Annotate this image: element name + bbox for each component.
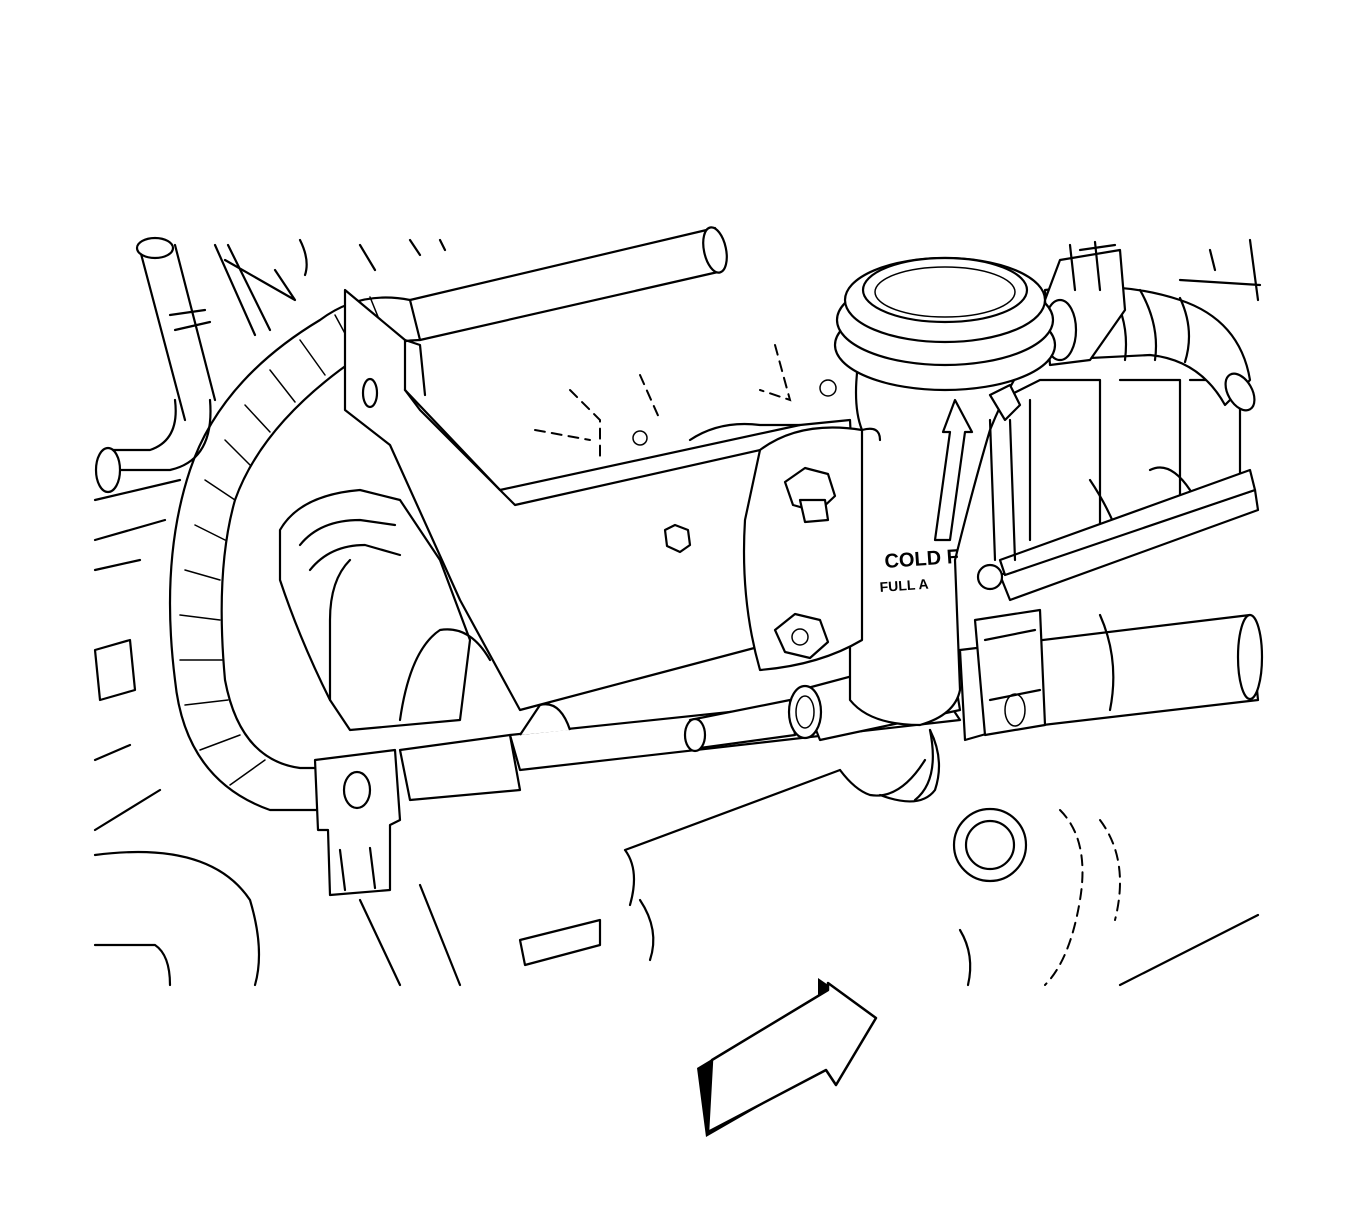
engine-background-lines [93, 236, 1262, 987]
coolant-reservoir: COLD F FULL A [742, 256, 1057, 727]
upper-coolant-hose [408, 226, 728, 342]
hose-clamp-left [313, 733, 522, 897]
engine-cover [278, 488, 492, 732]
right-hose-assembly [958, 468, 1264, 742]
fill-level-arrow [933, 398, 974, 542]
cold-full-label: COLD F [884, 546, 960, 573]
lower-bolt [773, 612, 830, 660]
upper-bolt [783, 466, 837, 524]
hidden-detail-dashes [534, 344, 837, 461]
direction-arrow-icon [697, 978, 878, 1137]
upper-right-hose [1042, 240, 1256, 412]
full-mark-label: FULL A [879, 576, 929, 595]
